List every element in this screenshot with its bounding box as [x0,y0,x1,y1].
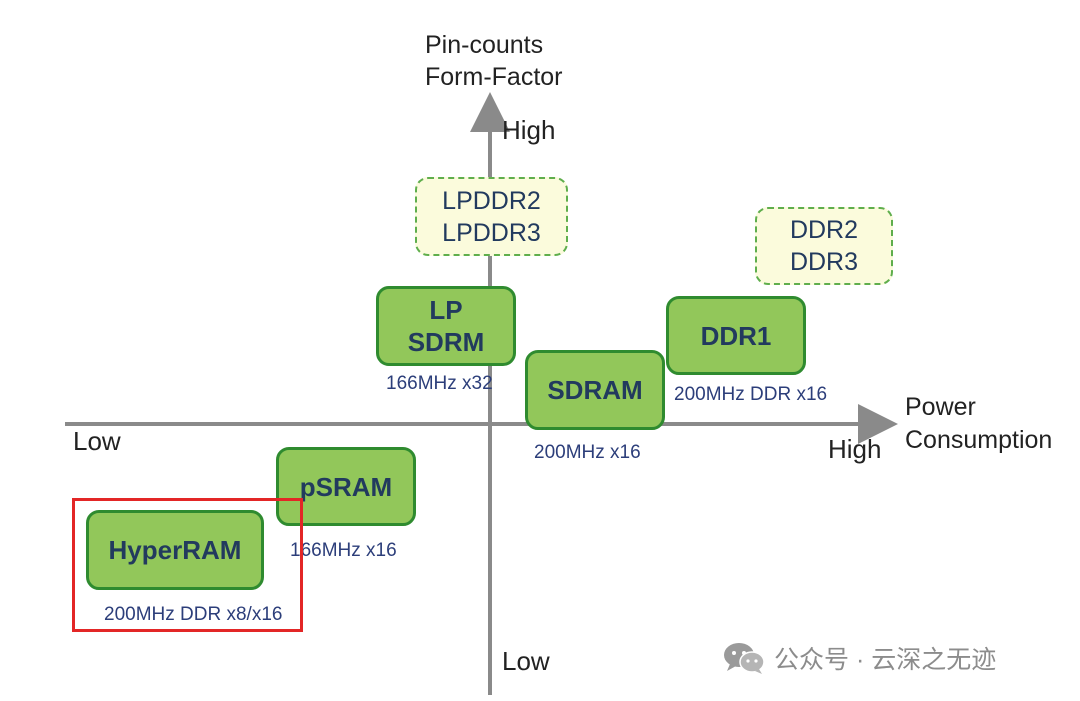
ddr1-box: DDR1 [666,296,806,375]
ddr23-line2: DDR3 [789,248,859,276]
lpddr-box: LPDDR2 LPDDR3 [415,177,568,256]
lpddr-line2: LPDDR3 [442,218,541,247]
y-axis-low-label: Low [502,646,550,676]
lpddr-line1: LPDDR2 [442,186,541,215]
hyperram-highlight-frame [72,498,303,632]
lpsdrm-line1: LP [429,295,463,325]
psram-spec: 166MHz x16 [290,540,397,561]
psram-label: pSRAM [299,471,393,502]
sdram-spec: 200MHz x16 [534,442,641,463]
y-axis-high-label: High [502,115,556,145]
sdram-box: SDRAM [525,350,665,430]
hyperram-spec: 200MHz DDR x8/x16 [104,604,283,625]
y-axis-title-line1: Pin-counts [425,31,544,59]
x-axis-low-label: Low [73,426,121,456]
ddr23-box: DDR2 DDR3 [755,207,893,285]
y-axis-title-line2: Form-Factor [425,63,563,91]
lpsdrm-spec: 166MHz x32 [386,373,493,394]
x-axis-title-line2: Consumption [905,426,1053,454]
psram-box: pSRAM [276,447,416,526]
watermark-text: 公众号 · 云深之无迹 [774,646,997,674]
ddr23-line1: DDR2 [789,216,859,244]
wechat-icon [724,643,765,674]
ddr1-label: DDR1 [700,320,772,351]
hyperram-box: HyperRAM [86,510,264,590]
x-axis-title-line1: Power [905,393,976,421]
lpsdrm-box: LP SDRM [376,286,516,366]
ddr1-spec: 200MHz DDR x16 [674,384,828,405]
watermark: 公众号 · 云深之无迹 [722,640,996,676]
x-axis-high-label: High [828,434,882,464]
sdram-label: SDRAM [547,375,643,405]
lpsdrm-line2: SDRM [407,327,485,357]
x-axis-title: Power Consumption [905,391,1052,457]
y-axis-title: Pin-counts Form-Factor [425,29,563,93]
hyperram-label: HyperRAM [108,535,242,565]
